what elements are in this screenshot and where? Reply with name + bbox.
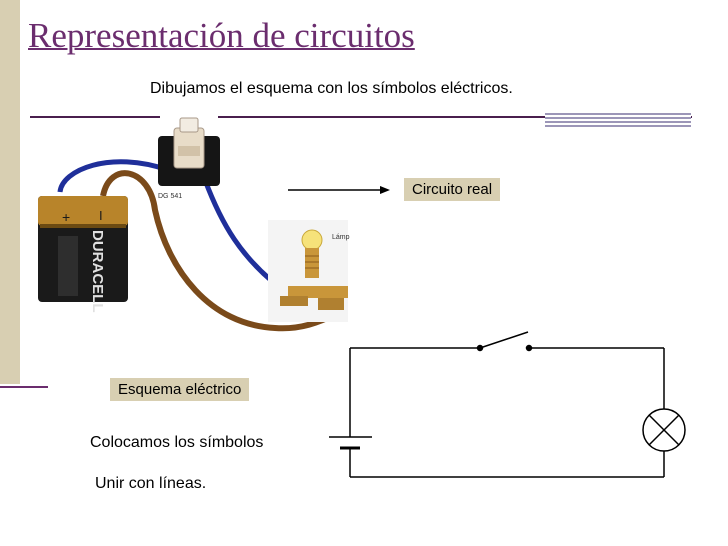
arrow-to-real-label	[288, 186, 390, 194]
title-rule-right	[218, 116, 692, 118]
real-circuit-label: Circuito real	[404, 178, 501, 201]
battery-minus-label: I	[99, 208, 103, 223]
lamp-symbol-cross-b	[648, 414, 680, 446]
lamp-photo: Lámp	[268, 220, 350, 322]
slide-subtitle: Dibujamos el esquema con los símbolos el…	[150, 80, 513, 97]
step-symbols-text: Colocamos los símbolos	[90, 434, 264, 451]
switch-photo: DG 541	[158, 117, 220, 200]
wire-brown-battery-lamp	[100, 170, 338, 332]
battery-brand-label: DURACELL	[89, 230, 106, 313]
battery-plus-label: +	[62, 209, 70, 225]
schematic-label: Esquema eléctrico	[110, 378, 250, 401]
title-rule-left	[30, 116, 160, 118]
title-rule-decor	[545, 113, 691, 127]
lamp-caption-label: Lámp	[332, 234, 350, 241]
wire-blue-battery-switch	[57, 159, 169, 193]
slide-title: Representación de circuitos	[28, 16, 415, 55]
schematic-diagram	[329, 331, 686, 478]
step-lines-text: Unir con líneas.	[95, 475, 207, 492]
switch-symbol-lever	[479, 331, 529, 349]
switch-model-label: DG 541	[158, 193, 182, 200]
left-decor-line	[0, 386, 48, 388]
left-decor-band	[0, 0, 20, 384]
battery-photo: + I DURACELL	[38, 196, 128, 313]
